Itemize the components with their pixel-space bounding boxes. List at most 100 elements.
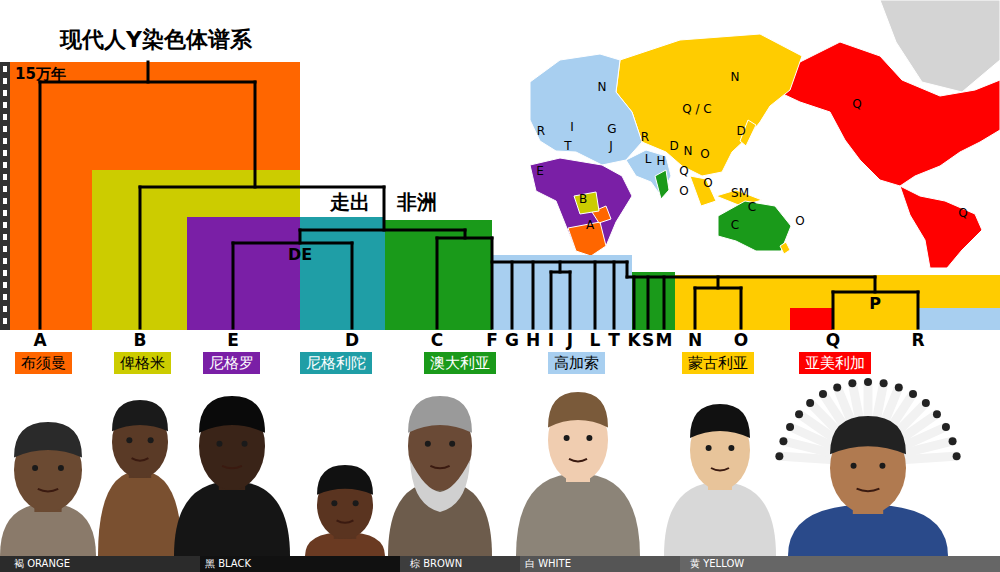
group-name: 蒙古利亚 — [688, 354, 748, 372]
portrait — [305, 465, 385, 556]
portrait-eye — [449, 441, 455, 447]
group-chip: 俾格米 — [114, 352, 171, 374]
map-letter: L — [645, 153, 652, 167]
portrait-eye — [148, 437, 154, 443]
map-letter: C — [748, 201, 756, 215]
lineage-band — [385, 220, 492, 330]
tree-line — [436, 238, 439, 328]
map-region — [530, 158, 632, 256]
haplogroup-letter: E — [227, 331, 239, 351]
tree-line — [139, 187, 142, 328]
map-letter: H — [656, 155, 665, 169]
map-letter: N — [684, 145, 693, 159]
haplogroup-letter: K — [627, 331, 640, 351]
group-chip: 尼格罗 — [203, 352, 260, 374]
film-hole — [3, 150, 7, 156]
clade-label: DE — [288, 246, 312, 264]
map-letter: Q — [679, 165, 688, 179]
portrait-eye — [216, 441, 222, 447]
film-hole — [3, 162, 7, 168]
lineage-band — [92, 170, 300, 330]
portrait-body — [664, 482, 776, 556]
color-bar — [520, 556, 680, 572]
portrait-eye — [851, 463, 857, 469]
map-letter: O — [679, 185, 688, 199]
portrait-body — [516, 474, 640, 556]
film-hole — [3, 306, 7, 312]
portrait-hair — [14, 422, 82, 457]
tree-line — [300, 229, 465, 232]
tree-line — [254, 82, 257, 187]
lineage-band — [790, 308, 832, 330]
tree-line — [437, 237, 492, 240]
film-hole — [3, 126, 7, 132]
portrait-eye — [353, 500, 359, 506]
map-letter: R — [641, 131, 649, 145]
film-hole — [3, 186, 7, 192]
group-chip: 布须曼 — [15, 352, 72, 374]
map-region — [690, 176, 716, 206]
portrait-eye — [706, 445, 712, 451]
portrait-eye — [126, 437, 132, 443]
tree-line — [832, 292, 835, 328]
lineage-band — [10, 62, 300, 330]
portrait-eye — [32, 465, 38, 471]
lineage-band — [300, 217, 385, 330]
haplogroup-letter: A — [33, 331, 46, 351]
portrait-hair — [690, 404, 750, 438]
lineage-band — [492, 255, 632, 330]
tree-line — [613, 262, 616, 328]
lineage-band — [632, 272, 675, 330]
portrait-mouth — [222, 466, 242, 469]
haplogroup-letter: D — [345, 331, 359, 351]
portrait-eye — [879, 463, 885, 469]
film-hole — [3, 318, 7, 324]
group-name: 尼格利陀 — [306, 354, 366, 372]
portrait — [98, 400, 182, 556]
map-letter: A — [586, 219, 594, 233]
film-strip — [0, 62, 10, 330]
tree-line — [511, 262, 514, 328]
film-hole — [3, 270, 7, 276]
film-hole — [3, 246, 7, 252]
portrait-eye — [58, 465, 64, 471]
group-chip: 尼格利陀 — [300, 352, 372, 374]
tree-line — [695, 287, 741, 290]
map-letter: D — [669, 140, 678, 154]
portrait-hair — [199, 396, 265, 433]
film-hole — [3, 294, 7, 300]
group-chip: 澳大利亚 — [424, 352, 496, 374]
map-region — [900, 186, 982, 268]
tree-line — [633, 277, 636, 328]
feather-tip — [786, 423, 794, 431]
film-hole — [3, 90, 7, 96]
color-bar — [400, 556, 520, 572]
haplogroup-letter: B — [134, 331, 147, 351]
tree-line — [569, 272, 572, 328]
group-name: 布须曼 — [21, 354, 66, 372]
haplogroup-letter: C — [431, 331, 443, 351]
tree-line — [874, 277, 877, 292]
tree-line — [663, 277, 666, 328]
portrait-eye — [728, 445, 734, 451]
portrait-eye — [586, 435, 592, 441]
film-hole — [3, 258, 7, 264]
clade-label: P — [869, 295, 881, 313]
color-bar — [680, 556, 1000, 572]
tree-line — [917, 292, 920, 328]
map-letter: C — [731, 219, 739, 233]
color-bar — [0, 556, 200, 572]
tree-line — [39, 82, 42, 328]
haplogroup-letter: J — [567, 331, 573, 351]
tree-line — [551, 271, 570, 274]
portrait-mouth — [430, 466, 449, 469]
feather-tip — [949, 437, 957, 445]
portrait-hair — [830, 416, 906, 454]
haplogroup-letter: F — [486, 331, 498, 351]
feather-tip — [795, 410, 803, 418]
time-label: 15万年 — [15, 66, 66, 83]
map-letter: O — [703, 177, 712, 191]
haplogroup-letter: R — [911, 331, 924, 351]
portrait-hair — [317, 465, 373, 495]
